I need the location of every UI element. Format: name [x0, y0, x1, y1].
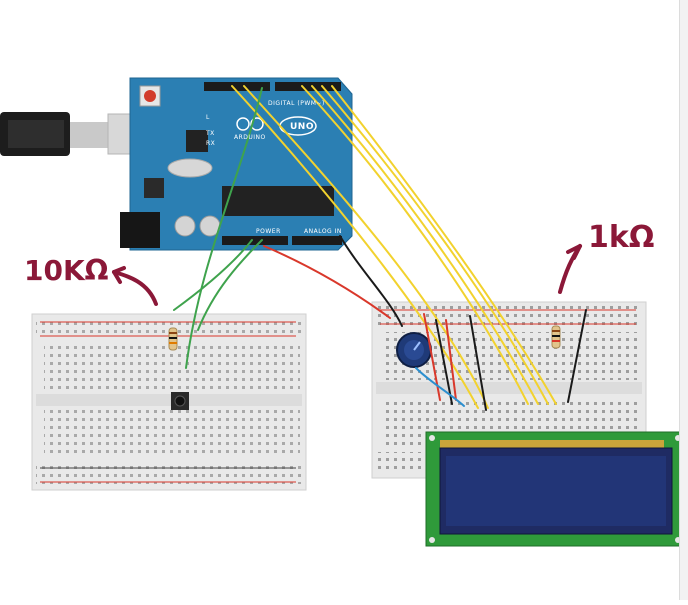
power-label: POWER: [256, 228, 281, 235]
arrow-to-10k: [112, 270, 158, 306]
wire-yellow: [321, 85, 549, 405]
resistor-10k[interactable]: [168, 327, 178, 351]
wire-black: [469, 315, 487, 411]
lcd-module[interactable]: [425, 431, 685, 547]
l-led-label: L: [206, 114, 210, 121]
wire-green: [173, 239, 253, 311]
wires: [173, 85, 587, 411]
wire-green: [185, 87, 263, 369]
rx-label: RX: [206, 140, 216, 147]
wire-yellow: [331, 85, 557, 405]
wire-black: [435, 319, 453, 405]
wire-red: [445, 319, 457, 401]
brand-label: ARDUINO: [234, 134, 266, 141]
wire-yellow: [301, 85, 529, 405]
resistor-1k[interactable]: [551, 325, 561, 349]
annotation-1k: 1kΩ: [588, 220, 655, 255]
arrow-head-left: [112, 266, 126, 284]
analog-label: ANALOG IN: [304, 228, 342, 235]
wire-black: [567, 309, 587, 403]
uno-label: UNO: [290, 122, 314, 132]
annotation-arrows: [112, 244, 582, 306]
potentiometer[interactable]: [396, 332, 432, 368]
push-button[interactable]: [171, 392, 189, 410]
wire-black: [339, 235, 403, 327]
tx-label: TX: [206, 130, 215, 137]
right-edge-panel: [679, 0, 688, 600]
digital-label: DIGITAL (PWM~): [268, 100, 325, 107]
wire-yellow: [243, 85, 489, 409]
wire-red: [263, 245, 391, 319]
arrow-head-right: [566, 244, 582, 260]
wire-blue: [415, 367, 465, 407]
usb-cable: [0, 112, 139, 156]
wire-yellow: [311, 85, 539, 405]
wire-green: [197, 239, 263, 331]
annotation-10k: 10KΩ: [24, 254, 109, 287]
